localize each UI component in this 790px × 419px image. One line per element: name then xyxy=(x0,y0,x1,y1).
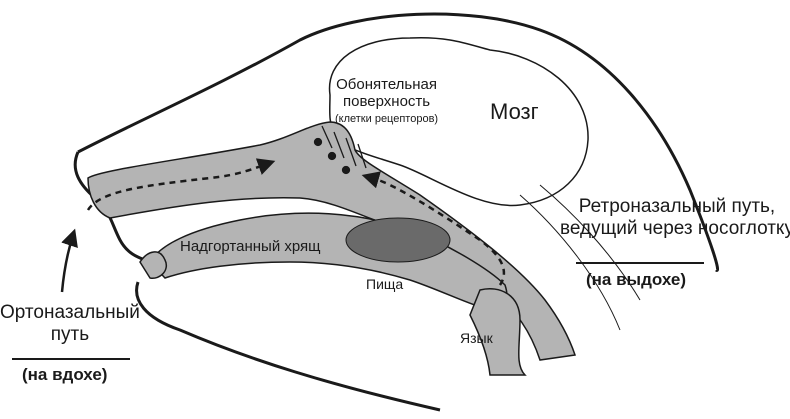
receptor-cells xyxy=(313,125,367,175)
food-bolus xyxy=(345,217,451,263)
retronasal-label: Ретроназальный путь, ведущий через носог… xyxy=(560,196,790,240)
orthonasal-label-arrow xyxy=(60,228,78,293)
tongue-label: Язык xyxy=(460,330,493,346)
olfactory-surface-label: Обонятельная поверхность (клетки рецепто… xyxy=(335,76,438,125)
brainstem-line xyxy=(539,184,641,301)
orthonasal-path-arrow xyxy=(86,158,276,211)
orthonasal-divider xyxy=(12,358,130,360)
brain-label: Мозг xyxy=(490,99,539,124)
retronasal-phase: (на выдохе) xyxy=(586,270,686,289)
orthonasal-phase: (на вдохе) xyxy=(22,365,108,384)
olfactory-line2: поверхность xyxy=(343,93,431,111)
epiglottis-shape xyxy=(139,251,167,279)
nasal-cavity xyxy=(87,121,576,361)
retronasal-divider xyxy=(576,262,704,264)
orthonasal-line2: путь xyxy=(50,323,90,345)
olfactory-line1: Обонятельная xyxy=(336,76,437,93)
jaw-outline xyxy=(135,281,441,412)
epiglottis-label: Надгортанный хрящ xyxy=(180,238,321,255)
retronasal-line2: ведущий через носоглотку xyxy=(560,217,790,239)
tongue-shape xyxy=(469,288,527,376)
orthonasal-line1: Ортоназальный xyxy=(0,302,140,323)
spine-line xyxy=(519,194,621,331)
orthonasal-label: Ортоназальный путь xyxy=(0,302,140,346)
olfactory-sublabel: (клетки рецепторов) xyxy=(335,112,439,125)
retronasal-line1: Ретроназальный путь, xyxy=(578,196,776,217)
food-label: Пища xyxy=(366,276,404,292)
head-outline xyxy=(77,12,720,272)
retronasal-path-arrow xyxy=(361,171,506,286)
